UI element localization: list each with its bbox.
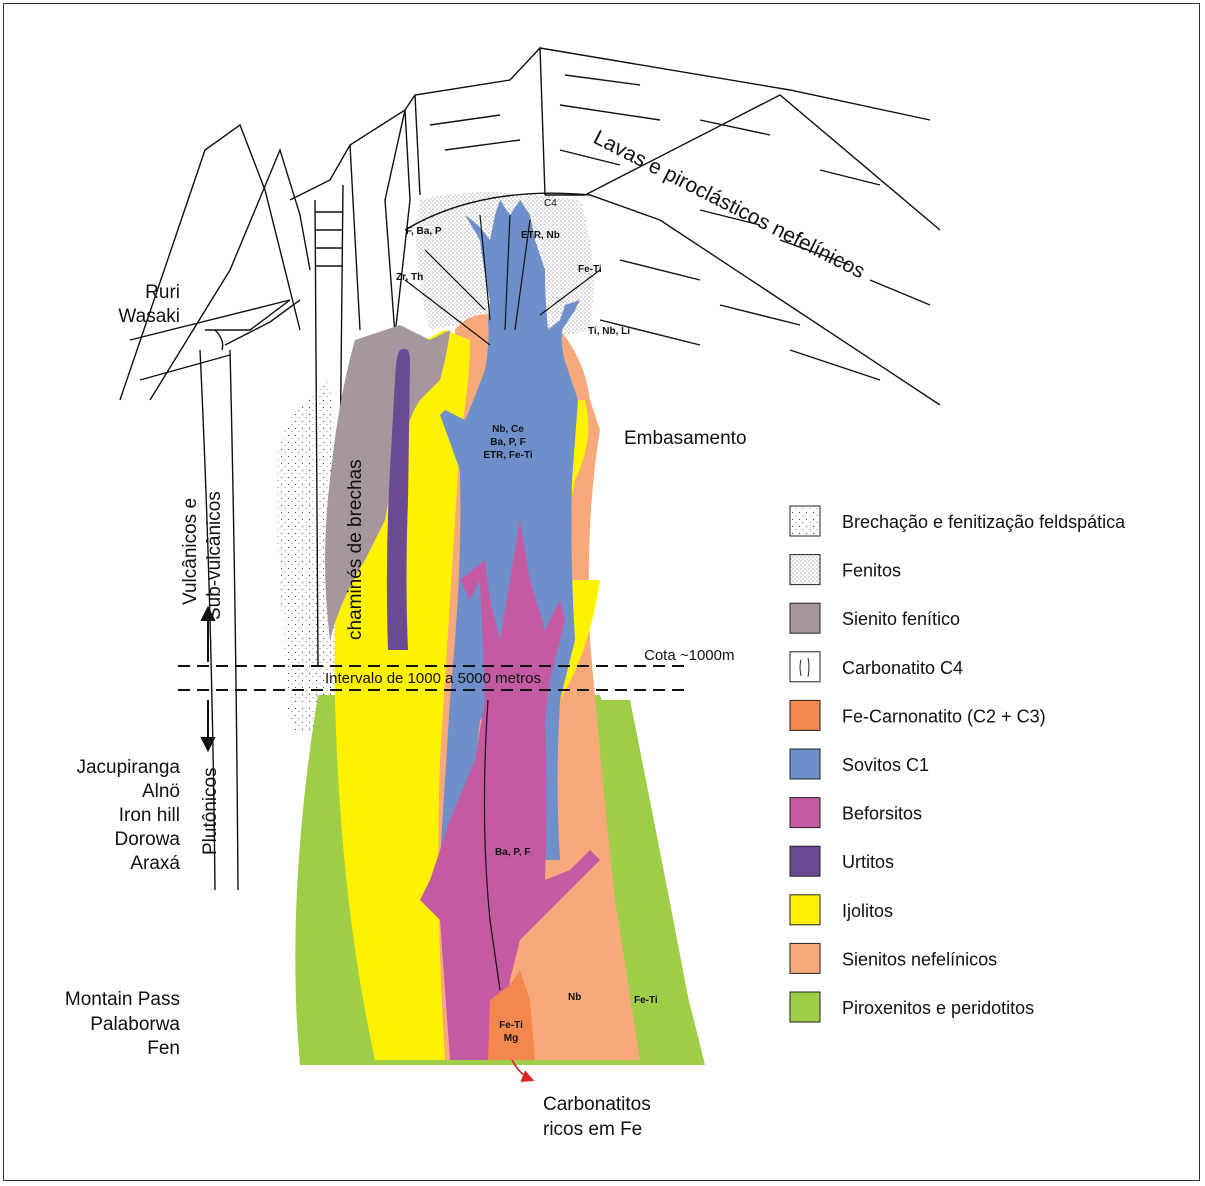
label-c4: C4: [544, 198, 557, 209]
label-fen: Fen: [147, 1038, 180, 1059]
legend-swatch: [790, 992, 820, 1022]
label-fe-ti-mg-2: Mg: [504, 1033, 518, 1044]
legend-swatch: [790, 943, 820, 973]
legend-label: Sienitos nefelínicos: [842, 949, 997, 969]
legend-item: Carbonatito C4: [790, 652, 963, 682]
label-wasaki: Wasaki: [118, 306, 180, 327]
legend-label: Fenitos: [842, 561, 901, 581]
legend-label: Carbonatito C4: [842, 658, 963, 678]
locality-labels: Ruri Wasaki Jacupiranga Alnö Iron hill D…: [65, 282, 181, 1059]
legend-item: Sovitos C1: [790, 749, 929, 779]
legend-swatch: [790, 700, 820, 730]
label-zr-th: Zr, Th: [396, 272, 423, 283]
legend-label: Fe-Carnonatito (C2 + C3): [842, 706, 1046, 726]
legend-item: Piroxenitos e peridotitos: [790, 992, 1034, 1022]
label-core-3: ETR, Fe-Ti: [483, 450, 532, 461]
label-cota: Cota ~1000m: [644, 647, 734, 664]
label-etr-nb: ETR, Nb: [521, 230, 560, 241]
legend-item: Sienitos nefelínicos: [790, 943, 997, 973]
legend-label: Brechação e fenitização feldspática: [842, 512, 1126, 532]
label-embasamento: Embasamento: [624, 428, 747, 449]
label-sub-vulcanicos: Sub-vulcânicos: [204, 491, 225, 620]
label-ba-p-f: Ba, P, F: [495, 847, 530, 858]
label-fe-ti-mg-1: Fe-Ti: [499, 1020, 523, 1031]
label-montain-pass: Montain Pass: [65, 989, 180, 1010]
label-carbonatitos: Carbonatitos: [543, 1094, 651, 1115]
label-fe-ti-green: Fe-Ti: [634, 995, 658, 1006]
legend-swatch: [790, 506, 820, 536]
legend-swatch: [790, 555, 820, 585]
legend-swatch: [790, 603, 820, 633]
legend-item: Urtitos: [790, 846, 894, 876]
legend-label: Sovitos C1: [842, 755, 929, 775]
label-core-2: Ba, P, F: [490, 437, 525, 448]
label-ti-nb-li: Ti, Nb, Li: [588, 326, 630, 337]
legend-swatch: [790, 652, 820, 682]
legend-swatch: [790, 846, 820, 876]
label-core-1: Nb, Ce: [492, 424, 524, 435]
legend-label: Urtitos: [842, 852, 894, 872]
legend-label: Ijolitos: [842, 901, 893, 921]
legend-item: Ijolitos: [790, 895, 893, 925]
label-dorowa: Dorowa: [115, 829, 181, 850]
legend-swatch: [790, 749, 820, 779]
legend-label: Piroxenitos e peridotitos: [842, 998, 1034, 1018]
label-ricos-em-fe: ricos em Fe: [543, 1119, 642, 1140]
label-chamines: chaminés de brechas: [345, 459, 366, 640]
label-f-ba-p: F, Ba, P: [406, 226, 442, 237]
label-intervalo: Intervalo de 1000 a 5000 metros: [325, 670, 541, 687]
legend-item: Brechação e fenitização feldspática: [790, 506, 1126, 536]
label-araxa: Araxá: [130, 853, 180, 874]
label-palaborwa: Palaborwa: [90, 1014, 180, 1035]
legend-label: Sienito fenítico: [842, 609, 960, 629]
label-lavas: Lavas e piroclásticos nefelínicos: [590, 126, 869, 283]
legend-swatch: [790, 895, 820, 925]
legend: Brechação e fenitização feldspáticaFenit…: [790, 506, 1126, 1022]
legend-item: Beforsitos: [790, 798, 922, 828]
label-fe-ti-top: Fe-Ti: [578, 264, 602, 275]
legend-item: Fenitos: [790, 555, 901, 585]
legend-item: Sienito fenítico: [790, 603, 960, 633]
legend-label: Beforsitos: [842, 804, 922, 824]
label-ruri: Ruri: [145, 282, 180, 303]
label-nb: Nb: [568, 992, 581, 1003]
label-plutonicos: Plutônicos: [200, 767, 221, 855]
label-iron-hill: Iron hill: [119, 805, 180, 826]
label-alno: Alnö: [142, 781, 180, 802]
label-vulcanicos: Vulcânicos e: [180, 498, 201, 605]
label-jacupiranga: Jacupiranga: [76, 757, 180, 778]
legend-swatch: [790, 798, 820, 828]
legend-item: Fe-Carnonatito (C2 + C3): [790, 700, 1046, 730]
